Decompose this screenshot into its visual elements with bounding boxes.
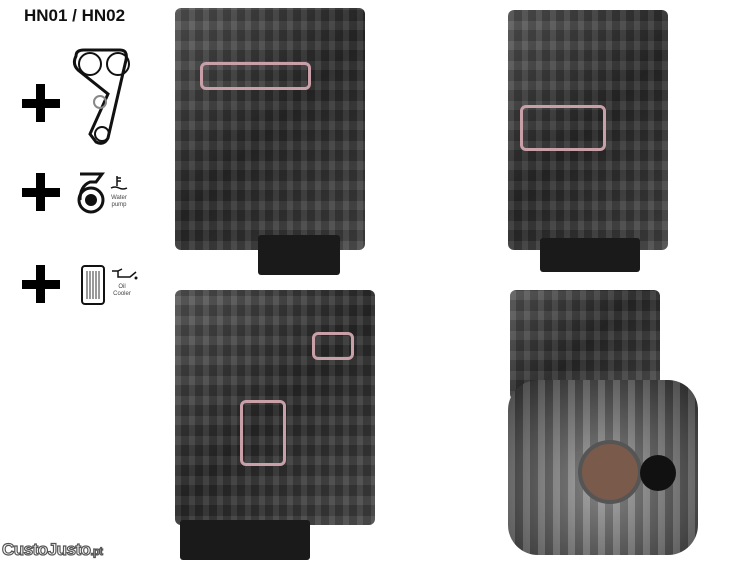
water-pump-icon	[77, 172, 105, 214]
water-pump-label: Water pump	[106, 195, 132, 209]
oil-cooler-label: Oil Cooler	[108, 284, 136, 298]
timing-belt-icon	[72, 48, 130, 145]
plus-icon	[22, 84, 60, 122]
watermark-main: CustoJusto	[1, 539, 91, 559]
water-pump-label-line2: pump	[111, 202, 127, 208]
watermark: CustoJusto.pt	[1, 539, 104, 560]
coolant-temperature-icon	[110, 176, 128, 190]
oil-filter-icon	[81, 265, 105, 305]
plus-icon	[22, 173, 60, 211]
oil-cooler-label-line1: Oil	[118, 284, 126, 290]
oil-can-icon	[112, 268, 138, 280]
watermark-suffix: .pt	[90, 545, 104, 558]
engine-code-title: HN01 / HN02	[24, 6, 126, 25]
plus-icon	[22, 265, 60, 303]
oil-cooler-label-line2: Cooler	[113, 291, 131, 297]
water-pump-label-line1: Water	[111, 195, 127, 201]
